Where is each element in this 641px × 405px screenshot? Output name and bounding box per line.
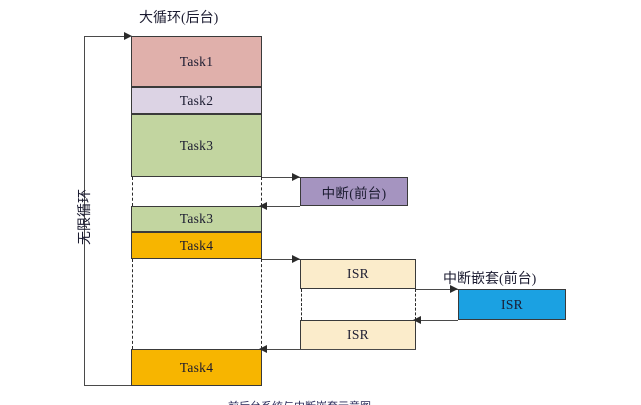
- task-block-task3-resumed: Task3: [131, 206, 262, 232]
- interrupt-return-arrow-icon: [259, 201, 267, 210]
- nested-return-arrow-icon: [413, 315, 421, 324]
- nested-enter-line: [416, 289, 458, 290]
- interrupt-block: 中断(前台): [300, 177, 408, 206]
- task-block-label: Task3: [179, 137, 214, 153]
- task-block-label: Task3: [179, 211, 214, 226]
- isr-block-label: ISR: [347, 327, 369, 342]
- nested-return-line: [418, 320, 458, 321]
- figure-caption: 前后台系统与中断嵌套示意图: [228, 398, 448, 405]
- isr-suspend-dash-right: [415, 289, 416, 320]
- suspend-dash-right-lower: [261, 259, 262, 349]
- interrupt-block-label: 中断(前台): [321, 185, 387, 201]
- suspend-dash-left-lower: [131, 259, 133, 349]
- task-block-task1: Task1: [131, 36, 262, 87]
- task-block-label: Task1: [179, 53, 214, 69]
- suspend-dash-right-upper: [261, 177, 262, 206]
- isr-enter-arrow-icon: [292, 254, 300, 263]
- loop-left-segment: [84, 36, 85, 386]
- title-nested-interrupt: 中断嵌套(前台): [443, 272, 537, 287]
- nested-isr-block-label: ISR: [501, 296, 523, 312]
- task-block-label: Task2: [179, 92, 214, 108]
- isr-return-arrow-icon: [259, 344, 267, 353]
- interrupt-enter-arrow-icon: [292, 172, 300, 181]
- task-block-task4-first: Task4: [131, 232, 262, 259]
- title-background-loop: 大循环(后台): [139, 11, 219, 26]
- task-block-label: Task4: [179, 237, 214, 253]
- suspend-dash-left-upper: [131, 177, 133, 206]
- loop-top-segment: [84, 36, 126, 37]
- interrupt-return-line: [264, 206, 300, 207]
- task-block-task3-first: Task3: [131, 114, 262, 177]
- task-block-label: Task4: [179, 359, 214, 375]
- interrupt-enter-line: [262, 177, 300, 178]
- isr-suspend-dash-left: [300, 289, 302, 320]
- nested-enter-arrow-icon: [450, 284, 458, 293]
- isr-block-lower: ISR: [300, 320, 416, 350]
- isr-return-line: [264, 349, 416, 350]
- isr-block-upper: ISR: [300, 259, 416, 289]
- loop-label: 无限循环: [78, 189, 93, 245]
- task-block-task2: Task2: [131, 87, 262, 114]
- task-block-task4-resumed: Task4: [131, 349, 262, 386]
- loop-bottom-segment: [84, 385, 131, 386]
- isr-enter-line: [262, 259, 300, 260]
- isr-block-label: ISR: [347, 266, 369, 281]
- nested-isr-block: ISR: [458, 289, 566, 320]
- loop-arrow-head-icon: [124, 31, 132, 40]
